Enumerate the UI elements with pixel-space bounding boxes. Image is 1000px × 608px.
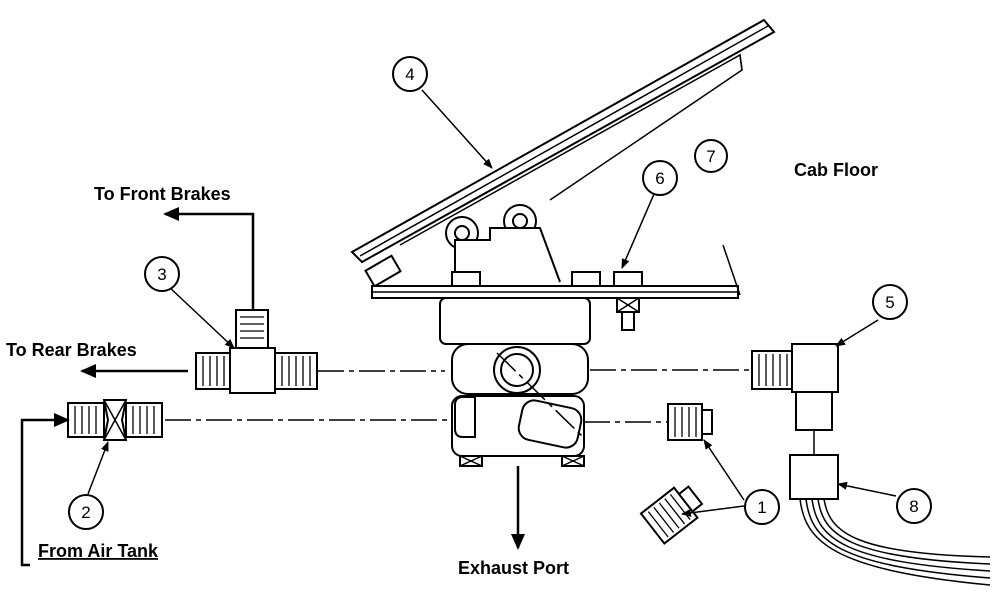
callout-2: 2: [68, 494, 104, 530]
callout-8: 8: [896, 488, 932, 524]
exhaust-fitting: [639, 485, 704, 545]
callout-7-number: 7: [706, 147, 715, 166]
switch-wires: [799, 498, 991, 586]
centerlines: [165, 352, 752, 437]
air-tank-arrow: [20, 413, 70, 567]
pedal-hinge: [364, 204, 561, 288]
callout-3-number: 3: [157, 265, 166, 284]
callout-4-number: 4: [405, 65, 414, 84]
brake-valve-body: [439, 297, 591, 467]
callout-7: 7: [694, 139, 728, 173]
plug-fitting: [667, 403, 713, 441]
exhaust-port-label: Exhaust Port: [458, 558, 569, 578]
to-rear-brakes-label: To Rear Brakes: [6, 340, 137, 360]
cab-floor-label: Cab Floor: [794, 160, 878, 180]
callout-1-number: 1: [757, 498, 766, 517]
foot-pedal: [350, 18, 776, 264]
pressure-switch: [789, 454, 839, 500]
inlet-fitting: [67, 399, 163, 441]
callout-5: 5: [872, 284, 908, 320]
callout-4: 4: [392, 56, 428, 92]
callout-6: 6: [642, 160, 678, 196]
to-front-brakes-label: To Front Brakes: [94, 184, 231, 204]
callout-8-number: 8: [909, 497, 918, 516]
tee-fitting: [195, 309, 318, 394]
front-brakes-arrow: [163, 207, 255, 310]
elbow-fitting: [751, 343, 839, 455]
leader-lines: [87, 89, 897, 517]
callout-5-number: 5: [885, 293, 894, 312]
callout-2-number: 2: [81, 503, 90, 522]
cab-floor-plate: [371, 285, 739, 299]
from-air-tank-label: From Air Tank: [38, 541, 159, 561]
callout-1: 1: [744, 489, 780, 525]
callout-6-number: 6: [655, 169, 664, 188]
callout-3: 3: [144, 256, 180, 292]
